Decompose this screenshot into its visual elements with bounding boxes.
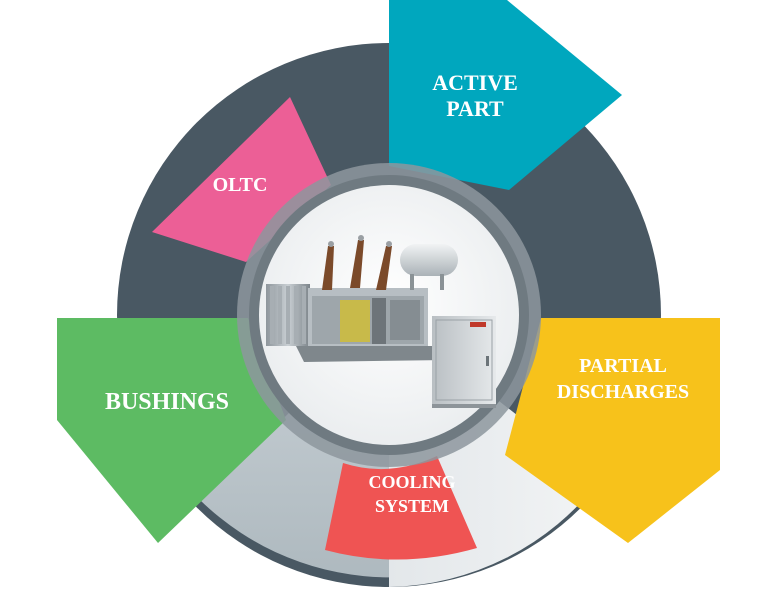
segment-cooling-system-label-line: SYSTEM (375, 496, 449, 516)
segment-active-part-shape (389, 0, 622, 190)
segment-bushings-shape (57, 318, 286, 543)
segment-oltc-label: OLTC (213, 174, 268, 196)
segment-active-part-label-line: ACTIVE (432, 70, 518, 95)
segment-cooling-system: COOLING SYSTEM (325, 456, 477, 560)
transformer-icon (266, 235, 496, 408)
segment-bushings-label: BUSHINGS (105, 389, 229, 415)
segment-partial-discharges: PARTIAL DISCHARGES (505, 318, 720, 543)
segment-oltc-label-line: OLTC (213, 174, 268, 196)
conservator-icon (400, 244, 458, 290)
segment-cooling-system-label: COOLING SYSTEM (368, 472, 455, 516)
segment-partial-discharges-label-line: PARTIAL (579, 355, 667, 377)
segment-bushings: BUSHINGS (57, 318, 286, 543)
segment-bushings-label-line: BUSHINGS (105, 389, 229, 415)
segment-active-part-label-line: PART (446, 96, 504, 121)
bushings-icon (322, 240, 392, 290)
segment-cooling-system-shape (325, 456, 477, 560)
radiator-bank (266, 284, 310, 346)
segment-partial-discharges-label: PARTIAL DISCHARGES (557, 355, 689, 403)
control-cabinet-icon (432, 316, 496, 408)
segment-cooling-system-label-line: COOLING (368, 472, 455, 492)
segment-partial-discharges-shape (505, 318, 720, 543)
segment-partial-discharges-label-line: DISCHARGES (557, 381, 689, 403)
